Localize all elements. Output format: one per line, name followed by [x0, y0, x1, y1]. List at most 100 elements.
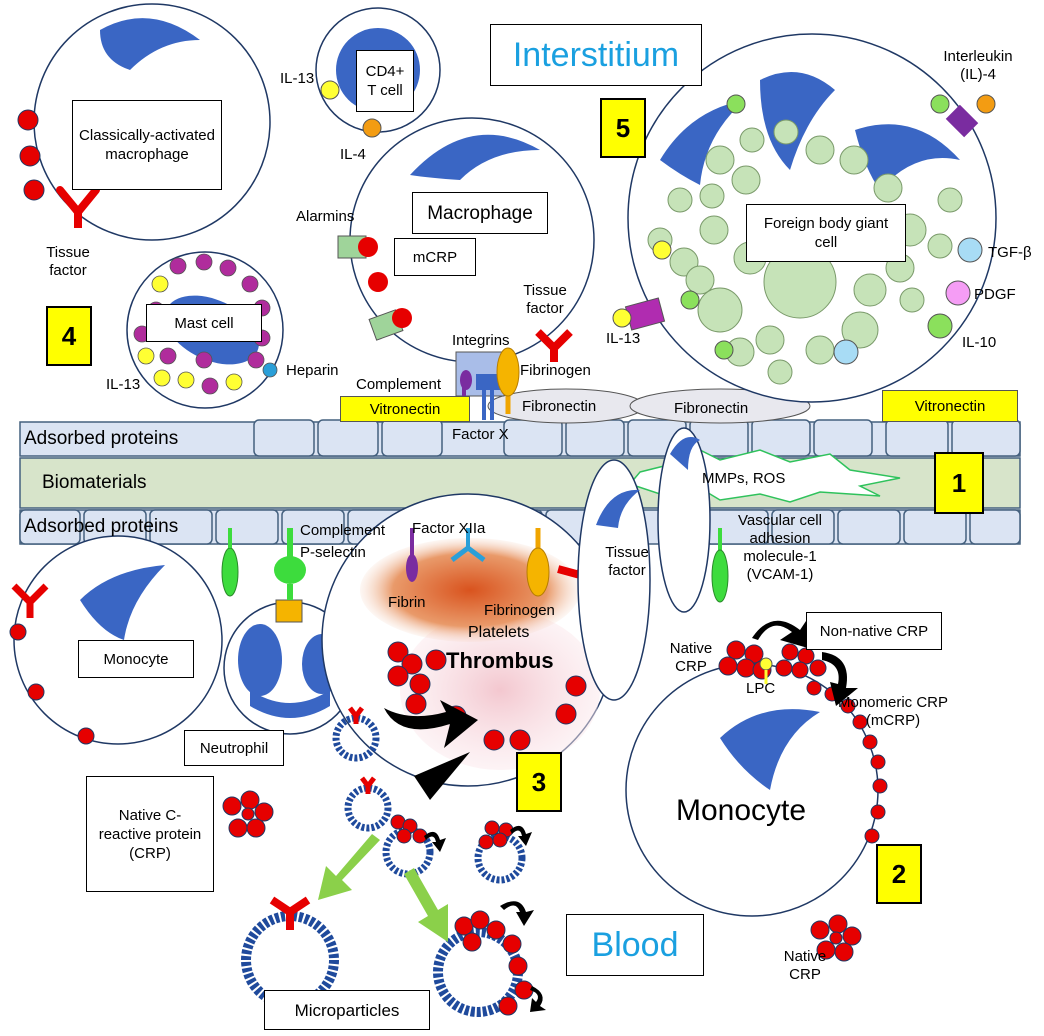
- p-selectin-receptor: [274, 528, 306, 623]
- mast-cell-label: Mast cell: [146, 304, 262, 342]
- il10-label: IL-10: [962, 334, 997, 351]
- fbgc-label: Foreign body giant cell: [746, 204, 906, 262]
- tissue-factor-left-label: Tissue factor: [46, 244, 90, 279]
- macrophage-nucleus: [410, 134, 540, 180]
- fbgc-nuclei: [660, 72, 960, 190]
- cd4-label: CD4+ T cell: [356, 50, 414, 112]
- biomaterials-label: Biomaterials: [42, 472, 147, 493]
- vitronectin-left: Vitronectin: [340, 396, 470, 422]
- interstitium-title: Interstitium: [512, 35, 680, 74]
- native-crp-top-label: Native CRP: [669, 640, 713, 675]
- factor-xiia-receptor: [450, 528, 486, 562]
- blood-title: Blood: [591, 925, 679, 964]
- il4-top-label: IL-4: [340, 146, 366, 163]
- fibronectin-2-label: Fibronectin: [674, 400, 749, 417]
- il13-top-label: IL-13: [280, 70, 315, 87]
- nonnative-crp-cluster: [775, 643, 827, 679]
- heparin-label: Heparin: [286, 362, 339, 379]
- fibrin-label: Fibrin: [388, 594, 426, 611]
- adsorbed-bottom-label: Adsorbed proteins: [24, 516, 179, 537]
- monocyte-big-nucleus: [720, 709, 820, 790]
- tissue-factor-mid-receptor: [535, 329, 573, 362]
- number-2: 2: [876, 844, 922, 904]
- monomeric-label: Monomeric CRP (mCRP): [837, 694, 949, 729]
- alarmins-label: Alarmins: [296, 208, 355, 225]
- factor-x-label: Factor X: [452, 426, 509, 443]
- green-arrow-1: [318, 834, 380, 900]
- number-4: 4: [46, 306, 92, 366]
- il13-fbgc-receptor: [612, 297, 666, 331]
- fibronectin-1-label: Fibronectin: [522, 398, 597, 415]
- fbgc-vesicles: [647, 119, 963, 385]
- thrombus-arrow-down: [414, 752, 470, 800]
- blood-label-box: Blood: [566, 914, 704, 976]
- il13-fbgc-label: IL-13: [606, 330, 641, 347]
- vcam-receptor: [711, 528, 729, 603]
- fibronectin-2: [629, 388, 811, 424]
- macrophage-label: Macrophage: [412, 192, 548, 234]
- native-crp-top-cluster: [718, 640, 772, 680]
- thrombus-crp: [387, 641, 587, 751]
- platelets-label: Platelets: [468, 624, 530, 641]
- monocyte-small-crp: [9, 623, 95, 745]
- fibrinogen-top-receptor: [496, 347, 520, 414]
- factor-x-receptor: [476, 374, 500, 420]
- number-1: 1: [934, 452, 984, 514]
- fibrinogen-bottom-receptor: [526, 528, 550, 597]
- lpc-label: LPC: [746, 680, 776, 697]
- thrombus-label: Thrombus: [446, 648, 554, 673]
- pselectin-label: P-selectin: [300, 544, 366, 561]
- interleukin-4-receptor: [945, 94, 996, 138]
- complement-top-label: Complement: [356, 376, 442, 393]
- complement-bottom-receptor: [406, 528, 418, 582]
- tissue-factor-left-receptor: [56, 186, 100, 228]
- mmps-label: MMPs, ROS: [702, 470, 786, 487]
- monocyte-small-tf: [11, 583, 49, 618]
- endothelial-cell-1: [577, 459, 651, 701]
- factor-xiia-label: Factor XIIa: [412, 520, 486, 537]
- native-crp-box: Native C-reactive protein (CRP): [86, 776, 214, 892]
- adsorbed-top-label: Adsorbed proteins: [24, 428, 179, 449]
- microparticle-crp: [390, 814, 534, 1016]
- monocyte-small-label: Monocyte: [78, 640, 194, 678]
- neutrophil-label: Neutrophil: [184, 730, 284, 766]
- native-crp-bottom-cluster: [810, 914, 862, 962]
- native-crp-bottom-label: Native CRP: [783, 948, 827, 983]
- mcrp-label: mCRP: [394, 238, 476, 276]
- tissue-factor-mid-label: Tissue factor: [523, 282, 567, 317]
- fbgc-signals: [652, 94, 983, 365]
- number-3: 3: [516, 752, 562, 812]
- adsorbed-proteins-top-layer: [19, 419, 1021, 457]
- alarmin-receptors: [337, 235, 412, 341]
- il13-mast-label: IL-13: [106, 376, 141, 393]
- classical-macrophage-label: Classically-activated macrophage: [72, 100, 222, 190]
- crp-arrow-1: [752, 618, 808, 648]
- monocyte-small-nucleus: [80, 565, 165, 640]
- il4-top-molecule: [362, 118, 382, 138]
- green-arrow-2: [404, 868, 448, 942]
- nonnative-crp-label: Non-native CRP: [806, 612, 942, 650]
- small-black-arrows: [424, 825, 546, 1012]
- interleukin-label: Interleukin (IL)-4: [943, 48, 1013, 83]
- integrins-label: Integrins: [452, 332, 510, 349]
- crp-arrow-2: [822, 652, 858, 706]
- number-5: 5: [600, 98, 646, 158]
- endothelial-cell-2: [657, 427, 711, 613]
- interstitium-label-box: Interstitium: [490, 24, 702, 86]
- thrombus-arrow: [384, 700, 478, 748]
- il13-top-molecule: [320, 80, 340, 100]
- pdgf-label: PDGF: [974, 286, 1016, 303]
- vcam-label: Vascular cell adhesion molecule-1 (VCAM-…: [738, 512, 822, 583]
- fibrinogen-top-label: Fibrinogen: [520, 362, 591, 379]
- native-crp-left-cluster: [222, 790, 274, 838]
- complement-bottom-label: Complement: [300, 522, 386, 539]
- vcam-left: [221, 547, 239, 597]
- tgfb-label: TGF-β: [988, 244, 1032, 261]
- classical-macrophage-nucleus: [100, 18, 200, 70]
- vitronectin-right: Vitronectin: [882, 390, 1018, 422]
- fibrinogen-bottom-label: Fibrinogen: [484, 602, 555, 619]
- tissue-factor-bottom-label: Tissue factor: [605, 544, 649, 579]
- crp-left-column: [17, 109, 45, 201]
- microparticles-label: Microparticles: [264, 990, 430, 1030]
